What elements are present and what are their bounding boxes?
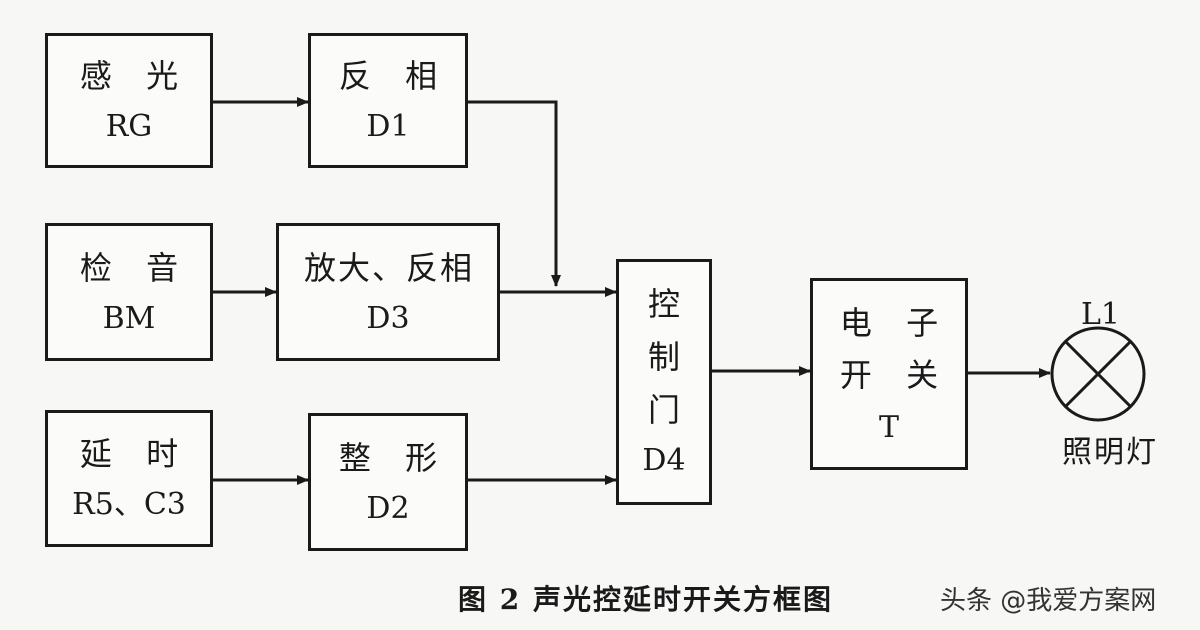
gate-char-3: 门: [647, 390, 680, 429]
block-light-sensor: 感 光 RG: [45, 33, 213, 168]
gate-char-2: 制: [647, 337, 680, 376]
lamp-symbol: [1050, 326, 1146, 422]
wire-d1-to-gate: [468, 100, 561, 287]
block-delay-code: R5、C3: [72, 487, 186, 522]
block-shaper-d2: 整 形 D2: [308, 413, 468, 551]
block-electronic-switch-line1: 电 子: [839, 304, 951, 343]
block-sound-detector-code: BM: [102, 300, 156, 336]
block-inverter-d1-name: 反 相: [338, 57, 450, 95]
block-delay-name: 延 时: [79, 435, 191, 473]
block-amp-inverter-d3: 放大、反相 D3: [276, 223, 500, 361]
block-control-gate-d4-label: 控 制 门 D4: [642, 278, 685, 486]
block-inverter-d1-code: D1: [366, 109, 410, 144]
watermark: 头条 @我爱方案网: [940, 586, 1157, 616]
figure-caption: 图 2 声光控延时开关方框图: [458, 583, 833, 616]
block-inverter-d1: 反 相 D1: [308, 33, 468, 168]
block-shaper-d2-code: D2: [366, 490, 410, 526]
block-electronic-switch-line2: 开 关: [839, 355, 951, 394]
block-shaper-d2-name: 整 形: [338, 438, 450, 477]
gate-code: D4: [642, 443, 686, 479]
block-light-sensor-code: RG: [105, 109, 153, 144]
gate-char-1: 控: [647, 285, 680, 324]
lamp-label: L1: [1081, 297, 1121, 332]
lamp-name: 照明灯: [1062, 435, 1158, 470]
block-electronic-switch-code: T: [878, 409, 899, 445]
block-electronic-switch: 电 子 开 关 T: [810, 278, 968, 470]
block-sound-detector-name: 检 音: [79, 248, 191, 287]
block-delay: 延 时 R5、C3: [45, 410, 213, 547]
block-sound-detector: 检 音 BM: [45, 223, 213, 361]
block-amp-inverter-d3-name: 放大、反相: [303, 248, 474, 287]
block-control-gate-d4: 控 制 门 D4: [616, 259, 712, 505]
block-amp-inverter-d3-code: D3: [366, 300, 410, 336]
block-light-sensor-name: 感 光: [79, 57, 191, 95]
